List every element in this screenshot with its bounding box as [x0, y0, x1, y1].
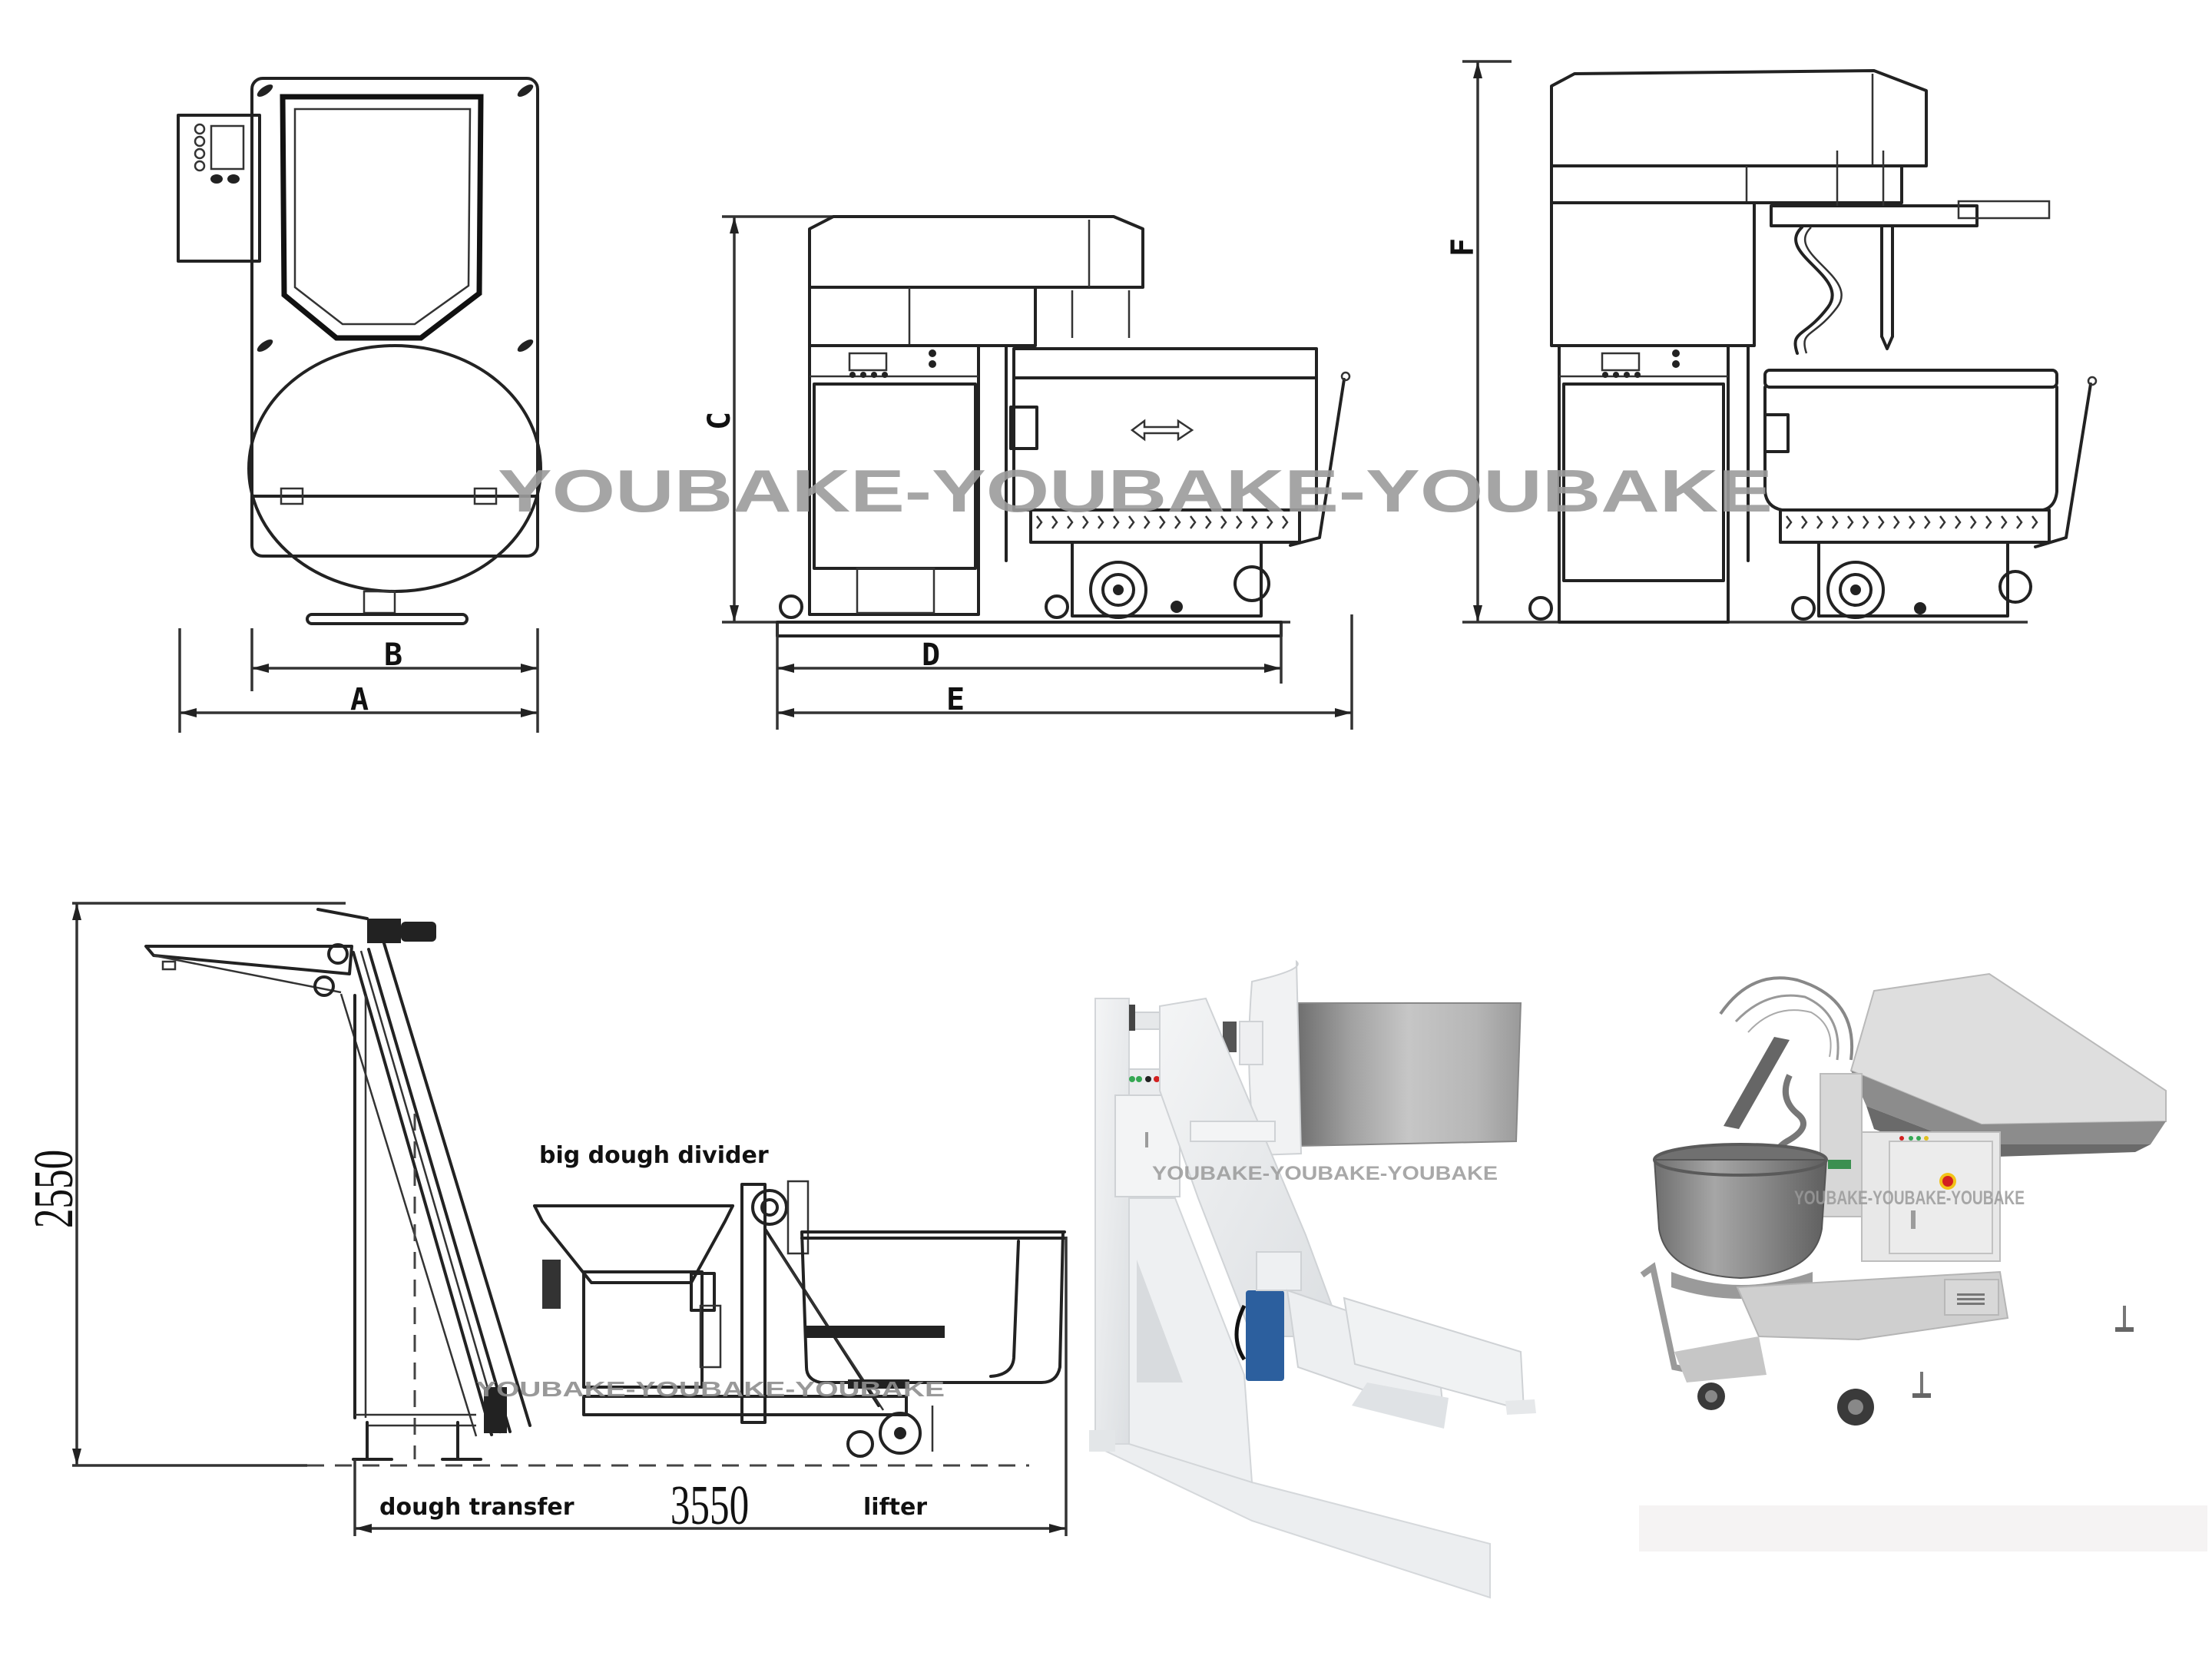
- safety-wire-guard: [1719, 976, 1854, 1061]
- dimension-label-b: B: [384, 637, 402, 673]
- dimension-label-a: A: [350, 682, 369, 717]
- bowl-trolley-handle: [1289, 378, 1346, 547]
- caster-wheel: [1791, 596, 1816, 621]
- mixer-body: [1558, 344, 1730, 624]
- mixer-head-raised: [1550, 69, 1928, 167]
- side-view-lowered-drawing: C: [702, 215, 1353, 730]
- inclined-conveyor: [352, 951, 493, 1436]
- hydraulic-hose: [1234, 1304, 1247, 1361]
- side-view-raised-drawing: F: [1445, 60, 2098, 624]
- watermark-layout: YOUBAKE-YOUBAKE-YOUBAKE: [476, 1377, 945, 1401]
- divider-body: [582, 1270, 704, 1389]
- lifter-base-frame: [582, 1395, 908, 1416]
- caster-wheel: [779, 594, 803, 619]
- mixer-bowl: [1653, 1159, 1828, 1280]
- watermark-mixer-photo: YOUBAKE-YOUBAKE-YOUBAKE: [1794, 1187, 2025, 1209]
- control-display: [848, 352, 888, 372]
- bolt-slot: [517, 84, 534, 98]
- cabinet-door: [1562, 382, 1725, 582]
- bolt-slot: [257, 84, 273, 98]
- transfer-arm: [144, 945, 353, 975]
- cabinet-lock: [1145, 1132, 1148, 1147]
- mixer-control-cabinet: [1889, 1141, 1993, 1254]
- conveyor-drive: [484, 1387, 507, 1433]
- green-start-button: [1136, 1076, 1142, 1082]
- lifter-wheel: [879, 1412, 922, 1455]
- trolley-wheel: [1089, 561, 1147, 619]
- green-indicator: [1828, 1160, 1851, 1169]
- mixer-head: [808, 215, 1144, 289]
- hydraulic-motor: [1246, 1290, 1284, 1381]
- bowl-base-hatched: [1779, 508, 2051, 544]
- caster-wheel: [1528, 596, 1553, 621]
- trolley-wheel: [1826, 561, 1885, 619]
- dimension-label-height: 2550: [22, 1150, 84, 1228]
- dimension-label-f: F: [1445, 238, 1481, 257]
- vent-grille: [1957, 1293, 1985, 1305]
- production-line-layout-drawing: 2550 big dough divider: [22, 902, 1068, 1536]
- mixer-head-outline: [280, 94, 484, 341]
- machine-frame-outline: [250, 77, 539, 558]
- divider-gear-motor: [542, 1260, 561, 1309]
- red-stop-button: [1154, 1076, 1160, 1082]
- caster-wheel: [1045, 594, 1069, 619]
- dimension-label-c: C: [702, 412, 737, 430]
- control-display: [1601, 352, 1641, 372]
- bowl-slide-arrow-icon: [1130, 419, 1194, 442]
- dimension-label-e: E: [946, 682, 965, 717]
- bowl-trolley: [1817, 541, 2009, 618]
- green-start-button: [1129, 1076, 1135, 1082]
- cabinet-lock: [1911, 1210, 1916, 1229]
- spiral-hook: [1793, 226, 1834, 355]
- top-view-drawing: B A: [177, 77, 542, 733]
- dough-breaker-arm: [1724, 1037, 1790, 1129]
- label-dough-transfer: dough transfer: [379, 1494, 575, 1521]
- lifter-column: [740, 1183, 767, 1424]
- lifter-upright: [1094, 998, 1130, 1445]
- watermark-top: YOUBAKE-YOUBAKE-YOUBAKE: [498, 457, 1773, 525]
- control-display: [210, 124, 245, 171]
- lifter-bowl-shield: [1295, 1002, 1522, 1147]
- watermark-lifter-photo: YOUBAKE-YOUBAKE-YOUBAKE: [1152, 1163, 1498, 1184]
- mixer-base: [1736, 1270, 2009, 1341]
- mixer-body: [808, 344, 980, 616]
- emergency-stop-button-icon: [1942, 1176, 1953, 1187]
- leveling-foot: [1920, 1372, 1923, 1395]
- dimension-label-length: 3550: [671, 1474, 749, 1536]
- conveyor-motor: [367, 919, 401, 943]
- bowl-trolley-handle: [2034, 382, 2092, 548]
- leveling-foot: [2123, 1306, 2126, 1329]
- control-box: [177, 114, 261, 263]
- bowl-lifter-photo: YOUBAKE-YOUBAKE-YOUBAKE: [1089, 959, 1536, 1599]
- bowl-trolley: [1071, 541, 1263, 618]
- bolt-slot: [517, 339, 534, 353]
- mixer-bowl: [1763, 386, 2058, 512]
- selector-switch: [1145, 1076, 1151, 1082]
- lifter-bowl: [800, 1230, 1065, 1384]
- label-lifter: lifter: [863, 1494, 927, 1521]
- label-big-dough-divider: big dough divider: [539, 1142, 769, 1169]
- bolt-slot: [257, 339, 273, 353]
- mixer-column: [1550, 201, 1756, 347]
- spiral-mixer-photo: YOUBAKE-YOUBAKE-YOUBAKE: [1639, 972, 2207, 1551]
- dimension-label-d: D: [922, 637, 940, 673]
- pedestal-base: [306, 613, 469, 625]
